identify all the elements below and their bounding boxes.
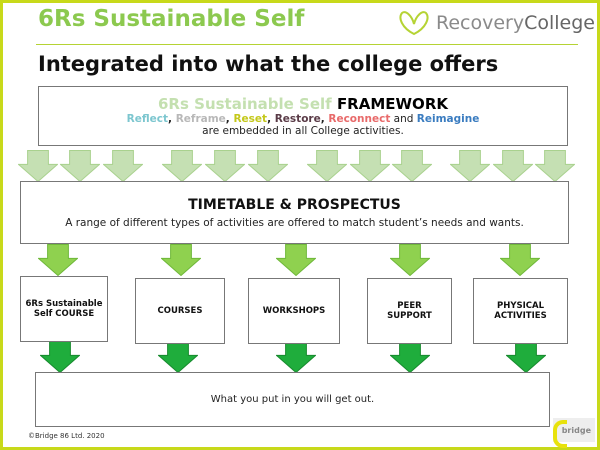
- timetable-text: A range of different types of activities…: [65, 216, 524, 229]
- light-down-arrow-icon: [450, 150, 490, 182]
- framework-text: are embedded in all College activities.: [202, 125, 404, 137]
- down-arrow-icon: [276, 244, 316, 276]
- down-arrow-icon: [38, 244, 78, 276]
- heart-leaf-icon: [399, 11, 429, 36]
- title-divider: [36, 44, 578, 45]
- dark-down-arrow-icon: [506, 341, 546, 373]
- r-restore: Restore: [274, 113, 321, 125]
- framework-box: 6Rs Sustainable Self FRAMEWORK Reflect, …: [38, 86, 568, 146]
- light-down-arrow-icon: [392, 150, 432, 182]
- down-arrow-icon: [500, 244, 540, 276]
- activity-box-peer-support: PEER SUPPORT: [367, 278, 452, 344]
- six-rs-list: Reflect, Reframe, Reset, Restore, Reconn…: [126, 113, 480, 125]
- light-down-arrow-icon: [350, 150, 390, 182]
- light-down-arrow-icon: [162, 150, 202, 182]
- activity-box-workshops: WORKSHOPS: [248, 278, 340, 344]
- activity-label: COURSES: [157, 306, 203, 316]
- r-reimagine: Reimagine: [416, 113, 480, 125]
- activity-box-6rs-course: 6Rs Sustainable Self COURSE: [20, 276, 108, 342]
- light-down-arrow-icon: [307, 150, 347, 182]
- r-reflect: Reflect: [126, 113, 169, 125]
- r-reconnect: Reconnect: [328, 113, 391, 125]
- outcome-box: What you put in you will get out.: [35, 372, 550, 427]
- activity-box-courses: COURSES: [135, 278, 225, 344]
- timetable-heading: TIMETABLE & PROSPECTUS: [188, 196, 401, 213]
- light-down-arrow-icon: [493, 150, 533, 182]
- r-reset: Reset: [233, 113, 268, 125]
- page-subtitle: Integrated into what the college offers: [38, 52, 499, 76]
- timetable-box: TIMETABLE & PROSPECTUS A range of differ…: [20, 181, 569, 244]
- copyright: ©Bridge 86 Ltd. 2020: [28, 432, 105, 440]
- light-down-arrow-icon: [60, 150, 100, 182]
- outcome-text: What you put in you will get out.: [210, 394, 375, 405]
- dark-down-arrow-icon: [276, 341, 316, 373]
- dark-down-arrow-icon: [158, 341, 198, 373]
- r-reframe: Reframe: [175, 113, 226, 125]
- light-down-arrow-icon: [248, 150, 288, 182]
- recovery-college-logo: RecoveryCollege: [396, 10, 595, 36]
- activity-label: PHYSICAL ACTIVITIES: [494, 301, 547, 321]
- bridge-logo: bridge: [553, 418, 595, 448]
- dark-down-arrow-icon: [40, 341, 80, 373]
- light-down-arrow-icon: [18, 150, 58, 182]
- dark-down-arrow-icon: [390, 341, 430, 373]
- light-down-arrow-icon: [205, 150, 245, 182]
- down-arrow-icon: [390, 244, 430, 276]
- light-down-arrow-icon: [535, 150, 575, 182]
- framework-heading: 6Rs Sustainable Self FRAMEWORK: [158, 95, 448, 113]
- activity-box-physical-activities: PHYSICAL ACTIVITIES: [473, 278, 568, 344]
- down-arrow-icon: [161, 244, 201, 276]
- light-down-arrow-icon: [103, 150, 143, 182]
- logo-text: RecoveryCollege: [436, 12, 595, 34]
- activity-label: 6Rs Sustainable Self COURSE: [25, 299, 103, 319]
- page-title: 6Rs Sustainable Self: [38, 6, 305, 32]
- activity-label: WORKSHOPS: [262, 306, 326, 316]
- activity-label: PEER SUPPORT: [387, 301, 432, 321]
